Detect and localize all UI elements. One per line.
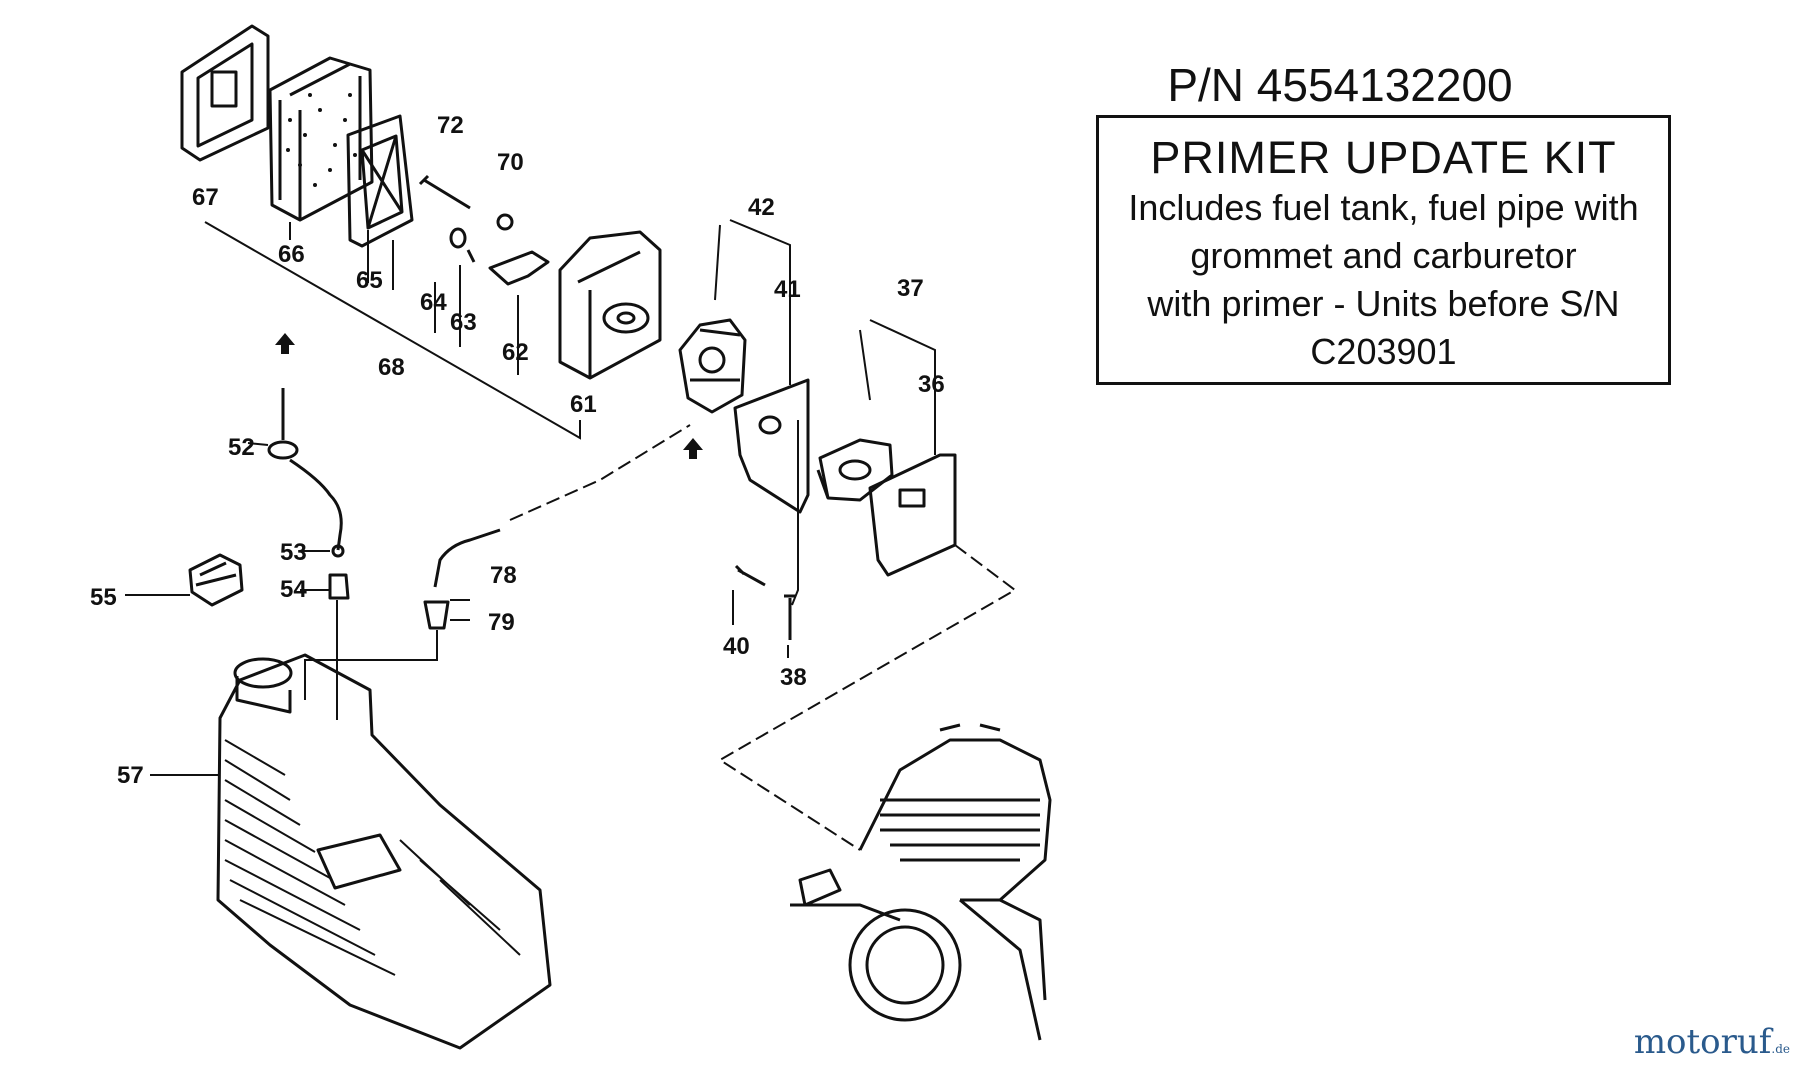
engine-part xyxy=(790,723,1052,1041)
bolt-40-part xyxy=(734,564,766,587)
fuel-pipe-grommet-part xyxy=(423,600,450,630)
primer-pipe-part xyxy=(267,388,343,551)
fuel-filter-part xyxy=(328,573,350,600)
callout-70: 70 xyxy=(497,149,524,176)
nut-part xyxy=(496,213,514,231)
callout-66: 66 xyxy=(278,241,305,268)
filter-texture xyxy=(286,93,357,187)
watermark-brand: motoruf xyxy=(1633,1022,1772,1062)
grommet-part xyxy=(331,544,345,558)
gasket-part-2 xyxy=(868,453,957,577)
part-number: P/N 4554132200 xyxy=(1167,59,1513,111)
fuel-pipe-part xyxy=(433,528,501,588)
fuel-tank-part xyxy=(216,653,552,1050)
air-cleaner-cover-part xyxy=(180,24,270,162)
kit-line-1: Includes fuel tank, fuel pipe with xyxy=(1128,187,1639,228)
carburetor-part xyxy=(678,318,747,414)
gasket-hole xyxy=(758,415,782,435)
callout-53: 53 xyxy=(280,539,307,566)
up-arrow-icon xyxy=(683,438,703,459)
callout-52: 52 xyxy=(228,434,255,461)
callout-67: 67 xyxy=(192,184,219,211)
insulator-part xyxy=(816,438,894,502)
callout-63: 63 xyxy=(450,309,477,336)
direction-arrows xyxy=(275,333,703,459)
callout-57: 57 xyxy=(117,762,144,789)
callout-37: 37 xyxy=(897,275,924,302)
kit-line-4: C203901 xyxy=(1310,331,1457,372)
callout-41: 41 xyxy=(774,276,801,303)
callout-42: 42 xyxy=(748,194,775,221)
gasket-part xyxy=(733,378,810,514)
washer-part xyxy=(449,227,467,249)
callout-40: 40 xyxy=(723,633,750,660)
up-arrow-icon xyxy=(275,333,295,354)
callout-labels: 67 66 65 72 70 64 63 62 68 61 42 41 37 3… xyxy=(90,112,945,789)
air-cleaner-body-part xyxy=(558,230,662,380)
callout-79: 79 xyxy=(488,609,515,636)
callout-65: 65 xyxy=(356,267,383,294)
callout-54: 54 xyxy=(280,576,307,603)
fuel-tank-grille xyxy=(224,739,521,976)
screw-part xyxy=(466,249,476,263)
screw-38-part xyxy=(784,594,796,640)
kit-title: PRIMER UPDATE KIT xyxy=(1150,132,1617,183)
kit-description-box: PRIMER UPDATE KIT Includes fuel tank, fu… xyxy=(1096,115,1671,385)
watermark-logo: motoruf.de xyxy=(1634,1022,1790,1062)
callout-38: 38 xyxy=(780,664,807,691)
kit-line-2: grommet and carburetor xyxy=(1190,235,1577,276)
watermark-suffix: .de xyxy=(1771,1042,1790,1056)
callout-62: 62 xyxy=(502,339,529,366)
fuel-cap-part xyxy=(188,553,244,607)
bracket-part xyxy=(488,250,550,286)
callout-36: 36 xyxy=(918,371,945,398)
gasket-window xyxy=(898,488,926,508)
assembly-dash-lines xyxy=(509,424,1017,851)
callout-68: 68 xyxy=(378,354,405,381)
callout-72: 72 xyxy=(437,112,464,139)
callout-55: 55 xyxy=(90,584,117,611)
kit-line-3: with primer - Units before S/N xyxy=(1147,283,1620,324)
leader-lines xyxy=(125,219,936,776)
callout-64: 64 xyxy=(420,289,447,316)
callout-78: 78 xyxy=(490,562,517,589)
filter-frame-part xyxy=(346,114,414,248)
air-filter-element-part xyxy=(268,56,374,222)
bolt-part xyxy=(418,174,471,210)
callout-61: 61 xyxy=(570,391,597,418)
